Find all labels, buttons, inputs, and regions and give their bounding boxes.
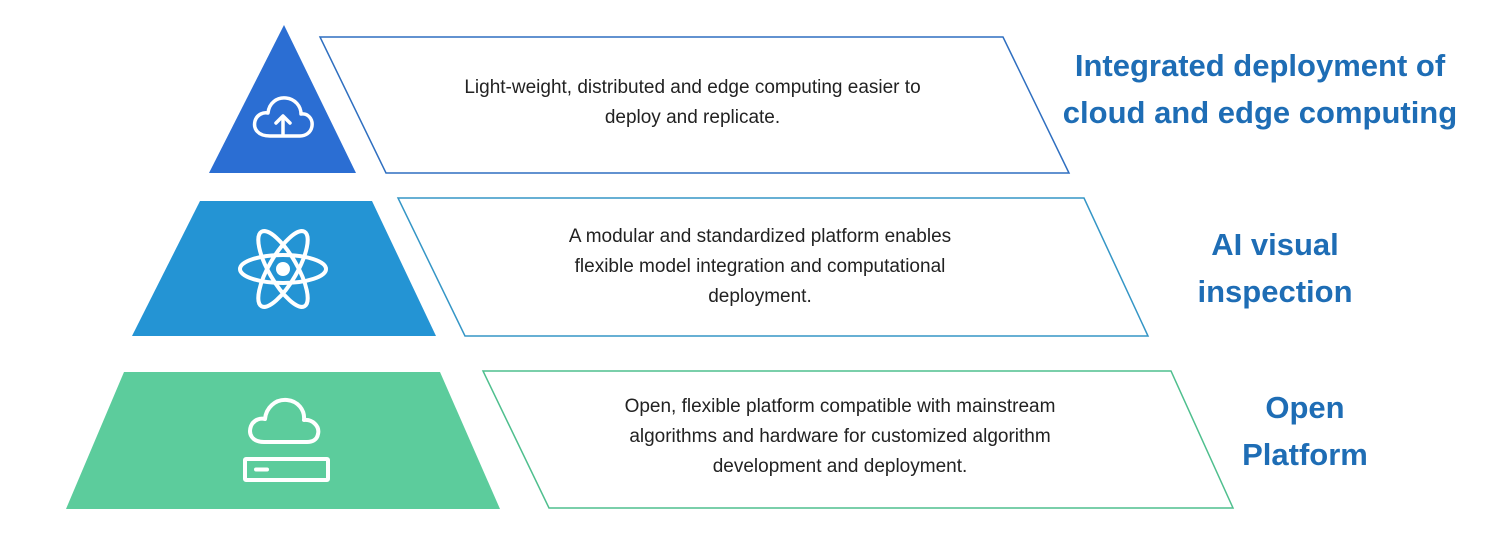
description-line: development and deployment. xyxy=(712,456,968,477)
tier-heading-top: Integrated deployment of cloud and edge … xyxy=(1040,42,1480,136)
description-box-top xyxy=(318,36,1071,174)
description-text-bottom: Open, flexible platform compatible with … xyxy=(555,392,1125,482)
heading-line: Integrated deployment of xyxy=(1074,48,1446,83)
tier-heading-bottom: Open Platform xyxy=(1205,384,1405,478)
cloud-server-icon xyxy=(243,397,330,482)
description-line: deploy and replicate. xyxy=(604,107,781,128)
heading-line: Platform xyxy=(1242,437,1368,472)
tier-heading-middle: AI visual inspection xyxy=(1155,221,1395,315)
description-text-top: Light-weight, distributed and edge compu… xyxy=(390,60,995,146)
description-line: A modular and standardized platform enab… xyxy=(568,226,952,247)
description-line: algorithms and hardware for customized a… xyxy=(629,426,1051,447)
description-line: Light-weight, distributed and edge compu… xyxy=(464,77,921,98)
description-text-middle: A modular and standardized platform enab… xyxy=(470,222,1050,312)
description-line: flexible model integration and computati… xyxy=(574,256,946,277)
description-box-middle xyxy=(396,197,1150,337)
heading-line: Open xyxy=(1265,390,1345,425)
atom-icon xyxy=(238,229,328,309)
heading-line: AI visual xyxy=(1211,227,1339,262)
description-box-bottom xyxy=(481,370,1235,509)
heading-line: cloud and edge computing xyxy=(1062,95,1458,130)
heading-line: inspection xyxy=(1197,274,1353,309)
description-line: deployment. xyxy=(708,286,812,307)
description-line: Open, flexible platform compatible with … xyxy=(624,396,1056,417)
cloud-upload-icon xyxy=(252,96,314,138)
